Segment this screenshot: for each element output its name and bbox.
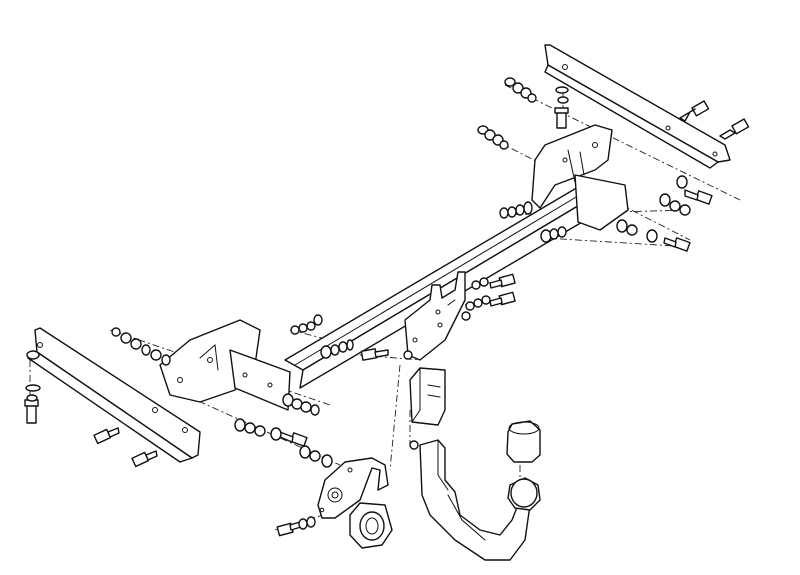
washer [161, 354, 171, 366]
bolt [719, 118, 750, 140]
main-crossbar [284, 179, 609, 389]
washer [111, 327, 121, 337]
washer [499, 140, 509, 150]
washer [270, 427, 282, 441]
nut [313, 314, 323, 326]
washer [504, 77, 516, 87]
nut [150, 349, 162, 361]
bolt [276, 521, 302, 537]
washer [403, 350, 413, 360]
nut [512, 82, 524, 94]
bolt [489, 273, 516, 289]
nut [669, 200, 681, 212]
nut [26, 350, 40, 360]
nut [549, 228, 559, 240]
tow-ball-cover [506, 420, 541, 463]
right-mounting-bracket [544, 44, 731, 169]
nut [254, 425, 266, 437]
washer [523, 201, 533, 215]
washer [676, 175, 688, 189]
tow-ball-receiver [419, 439, 531, 561]
nut [130, 338, 142, 350]
nut [557, 96, 569, 104]
washer [527, 93, 537, 103]
nut [306, 516, 316, 528]
washer [298, 518, 308, 530]
washer [479, 277, 489, 287]
nut [471, 280, 481, 290]
nut [515, 204, 525, 216]
bolt [360, 348, 389, 361]
washer [310, 404, 320, 416]
nut [473, 298, 483, 308]
washer [346, 339, 354, 351]
bolt [663, 237, 691, 252]
nut [499, 207, 509, 219]
tow-ball-neck [507, 477, 541, 511]
washer [540, 229, 552, 243]
washer [659, 193, 671, 207]
washer [481, 295, 491, 305]
receiver-housing-cover [409, 367, 446, 426]
washer [141, 344, 151, 356]
bolts [24, 100, 750, 537]
nut [338, 341, 348, 353]
nut [626, 224, 638, 236]
nut [290, 325, 300, 335]
nut [507, 206, 517, 218]
electrical-socket-bracket [317, 457, 389, 519]
washer [299, 445, 311, 459]
nut [484, 129, 496, 141]
bolt [684, 189, 713, 205]
washer [321, 454, 333, 468]
left-mounting-bracket [27, 327, 201, 463]
right-side-plate [531, 124, 629, 231]
electrical-socket [349, 502, 393, 549]
nut [557, 226, 567, 238]
nut [679, 204, 691, 216]
washer [646, 229, 658, 243]
nut [309, 450, 321, 462]
bolt [489, 291, 516, 307]
nut [330, 344, 340, 356]
nut [409, 440, 419, 450]
nut [306, 321, 316, 331]
washer [25, 384, 41, 392]
washer [234, 418, 246, 432]
nut [298, 323, 308, 333]
bolt [679, 100, 710, 122]
nuts-and-washers [25, 77, 691, 530]
nut [300, 401, 312, 413]
center-mount-plate [404, 271, 466, 361]
washer [461, 311, 471, 321]
nut [120, 332, 132, 344]
bolt [279, 431, 308, 447]
bolt [93, 427, 120, 445]
bolt [24, 399, 39, 424]
nut [465, 301, 475, 311]
bolt [554, 107, 569, 129]
left-side-plate [159, 319, 291, 411]
washer [320, 345, 332, 359]
washer [555, 86, 569, 94]
washer [616, 219, 628, 233]
nut [244, 422, 256, 434]
nut [26, 394, 38, 402]
bolt [131, 450, 158, 468]
